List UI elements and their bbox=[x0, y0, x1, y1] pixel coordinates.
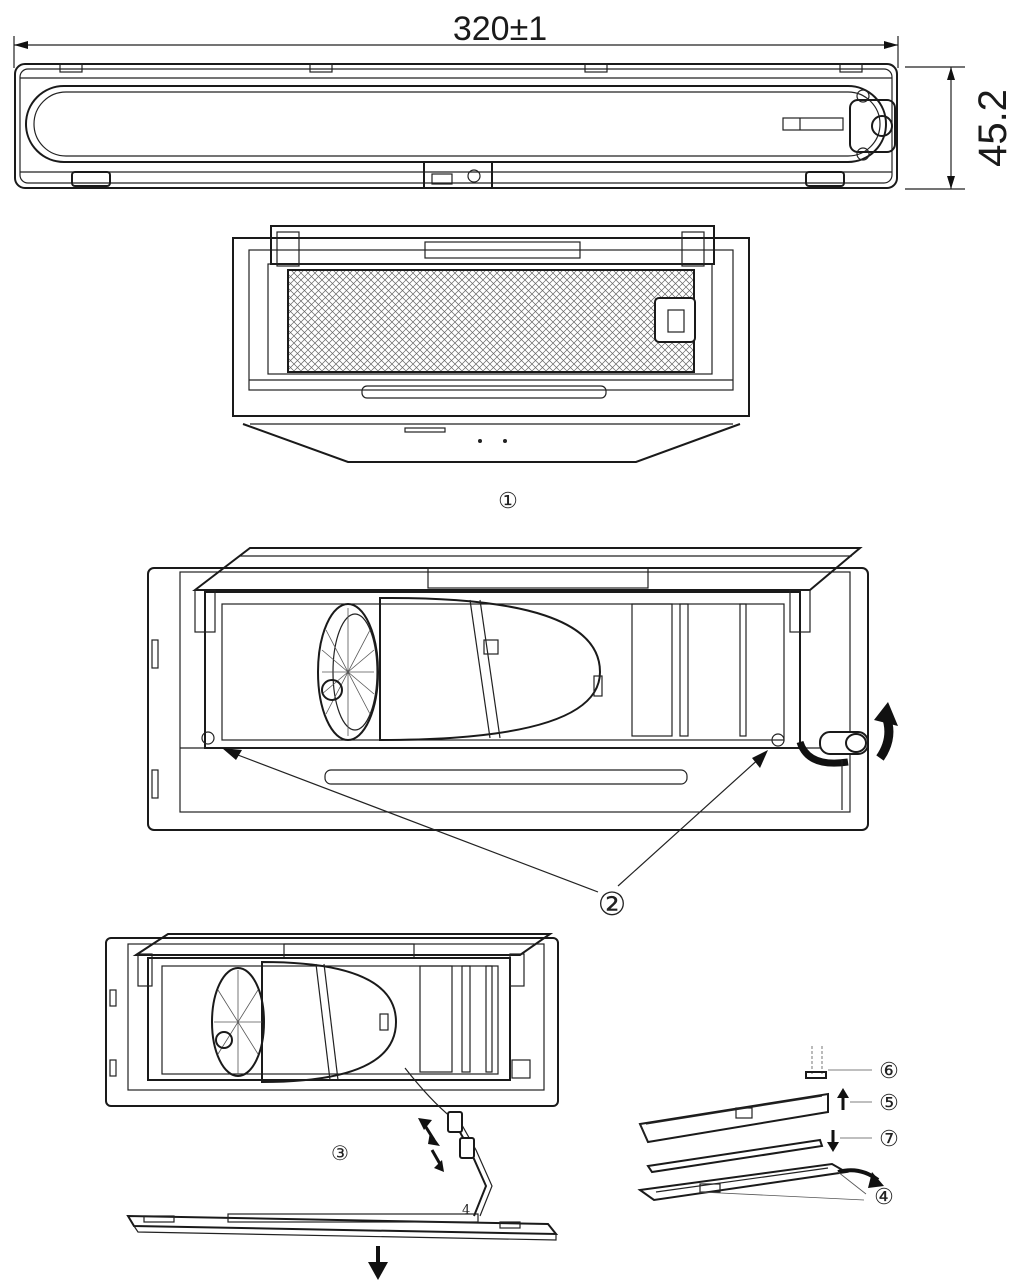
step-3-marker: ③ bbox=[331, 1141, 349, 1165]
step-5-marker: ⑤ bbox=[879, 1091, 899, 1116]
step-2-blower-view: ② bbox=[147, 547, 898, 923]
step-2-marker: ② bbox=[598, 885, 627, 923]
height-dimension: 45.2 bbox=[905, 66, 1015, 190]
step-3-blower-removal: ③ 4 bbox=[105, 933, 559, 1280]
lamp-replacement: ⑥ ⑤ ⑦ ④ bbox=[637, 1046, 899, 1210]
wire-mark: 4 bbox=[462, 1203, 470, 1218]
width-label: 320±1 bbox=[453, 10, 547, 48]
step-4-marker: ④ bbox=[874, 1185, 894, 1210]
step-7-marker: ⑦ bbox=[879, 1127, 899, 1152]
step-1-marker: ① bbox=[498, 489, 518, 514]
width-dimension: 320±1 bbox=[13, 10, 899, 68]
height-label: 45.2 bbox=[971, 89, 1015, 167]
step-1-front-view: ① bbox=[232, 225, 750, 514]
step-6-marker: ⑥ bbox=[879, 1059, 899, 1084]
side-view: 320±1 45.2 bbox=[13, 10, 1015, 190]
